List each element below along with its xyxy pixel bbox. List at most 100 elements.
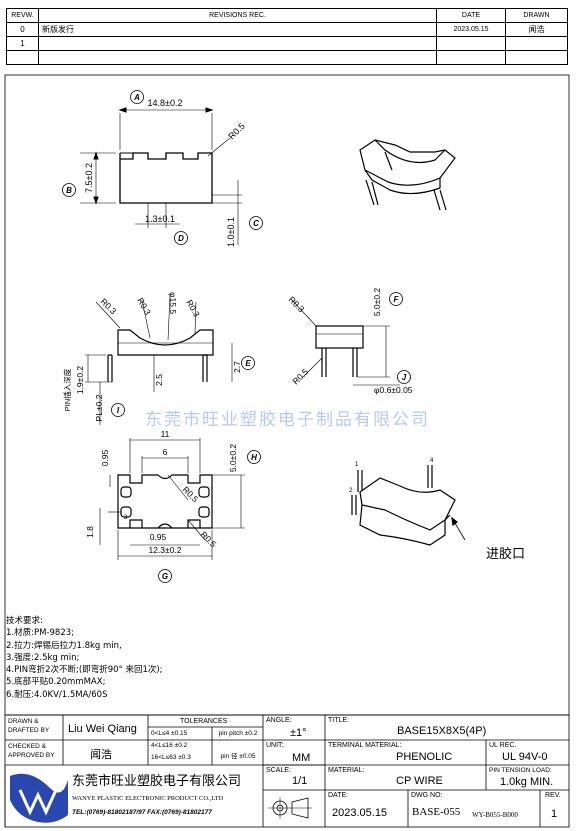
dim-top-width: 14.8±0.2 [148,98,183,108]
dim-bottom-095b: 0.95 [150,532,167,542]
dim-front-h1: 2.5 [154,374,164,386]
checked-by: 闻浩 [90,749,112,761]
company-logo-icon [10,773,68,823]
dwg-code: WY-B055-B000 [472,811,518,819]
pin-label-4: 4 [430,458,434,464]
isometric-view-bottom [351,465,466,546]
side-view [315,325,364,377]
scale-value: 1/1 [292,775,308,787]
inlet-label: 进胶口 [486,547,526,562]
checked-label: CHECKED & APPROVED BY [8,743,55,759]
callout-circles [62,90,411,583]
note-item: 1.材质:PM-9823; [6,628,74,639]
rev-value: 1 [551,808,558,820]
revision-table: REVW. REVISIONS REC. DATE DRAWN 0 新版发行 2… [6,8,568,65]
callout-i: I [117,406,120,415]
date-value: 2023.05.15 [332,807,388,819]
tolerances-label: TOLERANCES [180,718,228,725]
dim-bottom-r05a: R0.5 [181,484,201,504]
ul-label: UL REC. [489,742,517,749]
dim-top-height: 7.5±0.2 [84,163,94,193]
callout-c: C [253,219,259,228]
dim-front-h2: 2.7 [232,361,242,373]
note-item: 6.耐压:4.0KV/1.5MA/60S [6,689,108,700]
callout-f: F [394,295,400,304]
pin-diameter-tolerance: pin 径 ±0.05 [220,753,256,760]
rev-label: REV. [545,792,561,799]
pin-label-3: 3 [124,515,128,521]
material-value: CP WIRE [396,775,443,787]
note-item: 3.强度:2.5kg min; [6,652,80,663]
dim-pin-diameter: φ0.6±0.05 [374,385,413,395]
callout-b: B [66,186,72,195]
top-view [80,107,242,245]
technical-notes: 技术要求: 1.材质:PM-9823; 2.拉力:焊锡后拉力1.8kg min,… [6,615,163,701]
drawn-label: DRAWN & DRAFTED BY [8,718,50,734]
title-label: TITLE: [328,717,350,724]
date-label: DATE: [328,792,349,799]
dim-bottom-width: 12.3±0.2 [148,545,181,555]
tolerance-1: 0<L≤4 ±0.15 [151,730,188,737]
dim-bottom-height: 5.0±0.2 [228,444,238,473]
projection-symbol-icon [268,797,312,819]
callout-a: A [133,93,140,102]
dim-front-r3: R0.3 [184,298,202,319]
callout-d: D [178,234,184,243]
pin-tension-value: 1.0kg MIN. [500,776,554,788]
callout-h: H [251,453,257,462]
drawing-title: BASE15X8X5(4P) [397,725,487,737]
pin-insert-label: PIN插入深度 [62,368,72,411]
pin-tension-label: PIN TENSION LOAD: [489,767,552,774]
company-name-cn: 东莞市旺业塑胶电子有限公司 [72,774,242,789]
dim-front-dia: φ15.5 [168,292,178,314]
notes-title: 技术要求: [6,616,43,626]
tolerance-2: 4<L≤16 ±0.2 [151,742,188,749]
dim-side-r1: R0.3 [287,294,307,314]
dim-bottom-095a: 0.95 [100,449,110,466]
dim-bottom-r05b: R0.5 [199,529,219,549]
terminal-material: PHENOLIC [396,751,453,763]
watermark: 东莞市旺业塑胶电子制品有限公司 [145,410,430,430]
note-item: 5.底部平贴0.20mmMAX; [6,677,106,688]
dwg-number: BASE-055 [412,806,461,818]
front-view [107,329,214,382]
dim-bottom-6: 6 [163,447,168,457]
scale-label: SCALE: [266,767,291,774]
isometric-view-top [359,139,456,211]
dim-pin-insert: 1.9±0.2 [75,366,85,395]
dwg-label: DWG NO: [411,792,443,799]
dim-slot-width: 1.3±0.1 [145,214,175,224]
callout-j: J [402,373,407,382]
pin-label-1: 1 [355,462,359,468]
dim-slot-depth: 1.0±0.1 [226,217,236,247]
material-label: MATERIAL: [328,767,365,774]
pin-pitch-tolerance: pin pitch ±0.2 [218,730,258,737]
dim-top-radius: R0.5 [226,121,247,142]
company-contact: TEL:(0769)-81802187/97 FAX:(0769)-818021… [72,809,212,816]
side-view-dims [291,299,400,386]
tolerance-3: 16<L≤63 ±0.3 [151,754,191,761]
bottom-view-dims [99,438,245,560]
note-item: 2.拉力:焊锡后拉力1.8kg min, [6,640,122,651]
bottom-view [117,474,213,529]
dim-front-r2: R0.3 [135,296,153,317]
dim-bottom-18: 1.8 [85,526,95,538]
dim-side-r2: R0.5 [290,366,310,386]
callout-e: E [245,359,251,368]
company-name-en: WANYE PLASTIC ELECTRONIC PRODUCT CO.,LTD [72,795,224,802]
dim-side-height: 5.0±0.2 [372,288,382,317]
unit-value: MM [292,752,311,764]
front-view-dims [85,294,233,425]
ul-value: UL 94V-0 [502,751,548,763]
unit-label: UNIT: [266,742,284,749]
dim-pl: PL±0.2 [94,394,104,421]
dim-bottom-11: 11 [161,429,170,439]
angle-value: ±1° [290,727,307,739]
note-item: 4.PIN弯折2次不断;(即弯折90° 来回1次); [6,665,163,676]
pin-label-2: 2 [349,488,353,494]
terminal-material-label: TERMINAL MATERIAL: [328,742,402,749]
title-block-grid [4,714,570,828]
drawn-by: Liu Wei Qiang [68,723,137,735]
angle-label: ANGLE: [266,717,292,724]
